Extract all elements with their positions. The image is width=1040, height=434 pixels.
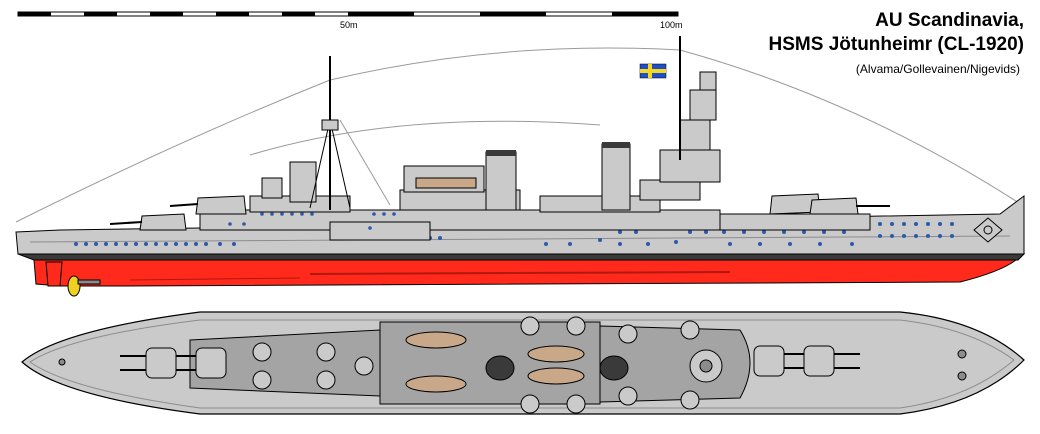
naval-ensign-flag bbox=[639, 63, 667, 79]
scale-bar-segments bbox=[18, 12, 678, 16]
scale-end-label: 100m bbox=[660, 20, 683, 30]
scale-bar: 50m 100m bbox=[17, 11, 683, 30]
funnels bbox=[485, 142, 631, 211]
superstructure-windows bbox=[228, 212, 396, 230]
propeller bbox=[67, 275, 101, 297]
title-line-2: HSMS Jötunheimr (CL-1920) bbox=[768, 34, 1024, 55]
rudder bbox=[45, 261, 63, 287]
bridge-top bbox=[689, 349, 723, 383]
funnel-tops bbox=[485, 355, 629, 381]
ship-profile-view bbox=[15, 36, 1026, 297]
scale-mid-label: 50m bbox=[340, 20, 358, 30]
plan-turrets bbox=[120, 345, 860, 379]
ship-boats bbox=[405, 331, 585, 393]
masts bbox=[309, 36, 681, 210]
secondary-mounts bbox=[252, 316, 700, 414]
bow-fittings bbox=[58, 349, 967, 381]
rigging bbox=[15, 47, 1023, 223]
profile-turrets bbox=[109, 193, 890, 231]
bow-emblem bbox=[973, 217, 1003, 243]
credit-text: (Alvama/Gollevainen/Nigevids) bbox=[855, 62, 1020, 76]
title-line-1: AU Scandinavia, bbox=[875, 10, 1024, 31]
portholes bbox=[74, 222, 954, 246]
